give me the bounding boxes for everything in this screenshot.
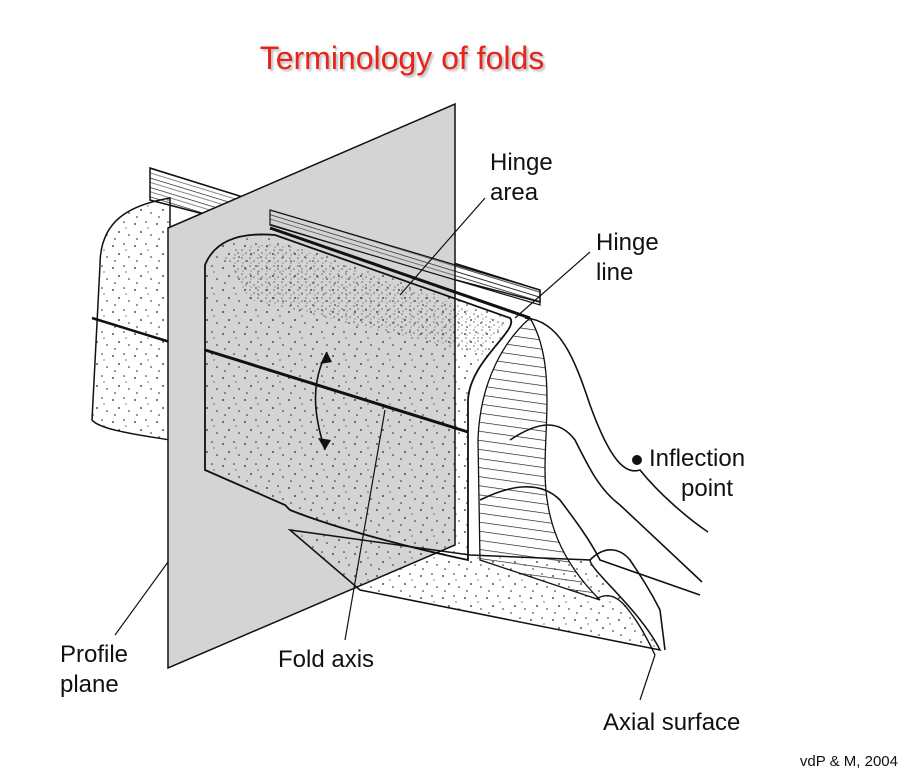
leader-axial-surface <box>639 654 656 701</box>
hinge-layer-strip <box>269 209 541 306</box>
layer-profile-4 <box>589 549 666 651</box>
leader-profile-plane <box>114 561 169 636</box>
label-inflection-point: Inflection point <box>649 445 746 502</box>
layers-end-view <box>477 316 601 601</box>
layer-profile-2 <box>509 424 703 583</box>
layer-profile-1 <box>524 317 709 533</box>
hinge-area-band <box>225 244 505 355</box>
label-fold-axis: Fold axis <box>278 646 375 673</box>
layer-profile-3 <box>479 486 701 596</box>
leader-hinge-line <box>514 251 591 319</box>
label-axial-surface: Axial surface <box>603 709 741 736</box>
layer-profile-5 <box>597 594 656 656</box>
rotation-arrow-head-top <box>320 352 332 364</box>
fold-axis-line <box>204 348 469 434</box>
leader-hinge-area <box>399 197 486 296</box>
label-hinge-area: Hinge area <box>490 149 553 206</box>
fold-left-section <box>91 197 171 441</box>
hinge-line <box>269 226 531 320</box>
source-credit: vdP & M, 2004 <box>799 753 898 770</box>
inflection-point-marker <box>632 455 642 465</box>
diagram-title: Terminology of folds <box>259 40 545 76</box>
label-hinge-line: Hinge line <box>596 229 659 286</box>
fold-left-axis-line <box>91 316 171 344</box>
label-profile-plane: Profile plane <box>60 641 129 698</box>
rotation-arrow-head-bottom <box>318 438 331 450</box>
leader-fold-axis <box>344 409 386 641</box>
